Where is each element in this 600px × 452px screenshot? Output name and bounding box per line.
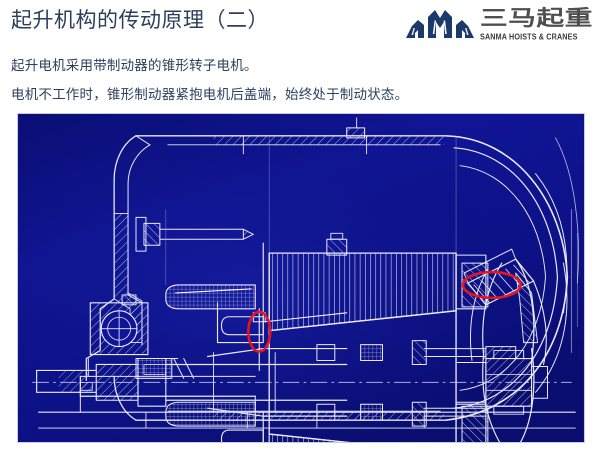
brand-tagline-en: SANMA HOISTS & CRANES [480, 31, 578, 42]
svg-text:三马起重: 三马起重 [480, 6, 593, 30]
motor-cross-section-figure [17, 113, 585, 443]
brand-text: 三马起重 SANMA HOISTS & CRANES [480, 5, 594, 45]
body-line-2: 电机不工作时，锥形制动器紧抱电机后盖端，始终处于制动状态。 [11, 87, 409, 102]
body-line-1: 起升电机采用带制动器的锥形转子电机。 [11, 58, 258, 73]
sanma-m-mark-icon [404, 8, 476, 40]
annotation-ellipse-rotor-cone-gap [247, 310, 272, 353]
brand-logo: 三马起重 SANMA HOISTS & CRANES [404, 5, 594, 45]
annotation-ellipse-brake-spring-detail [461, 270, 522, 300]
page-title: 起升机构的传动原理（二） [11, 8, 269, 32]
brand-name-cn: 三马起重 [480, 6, 594, 30]
